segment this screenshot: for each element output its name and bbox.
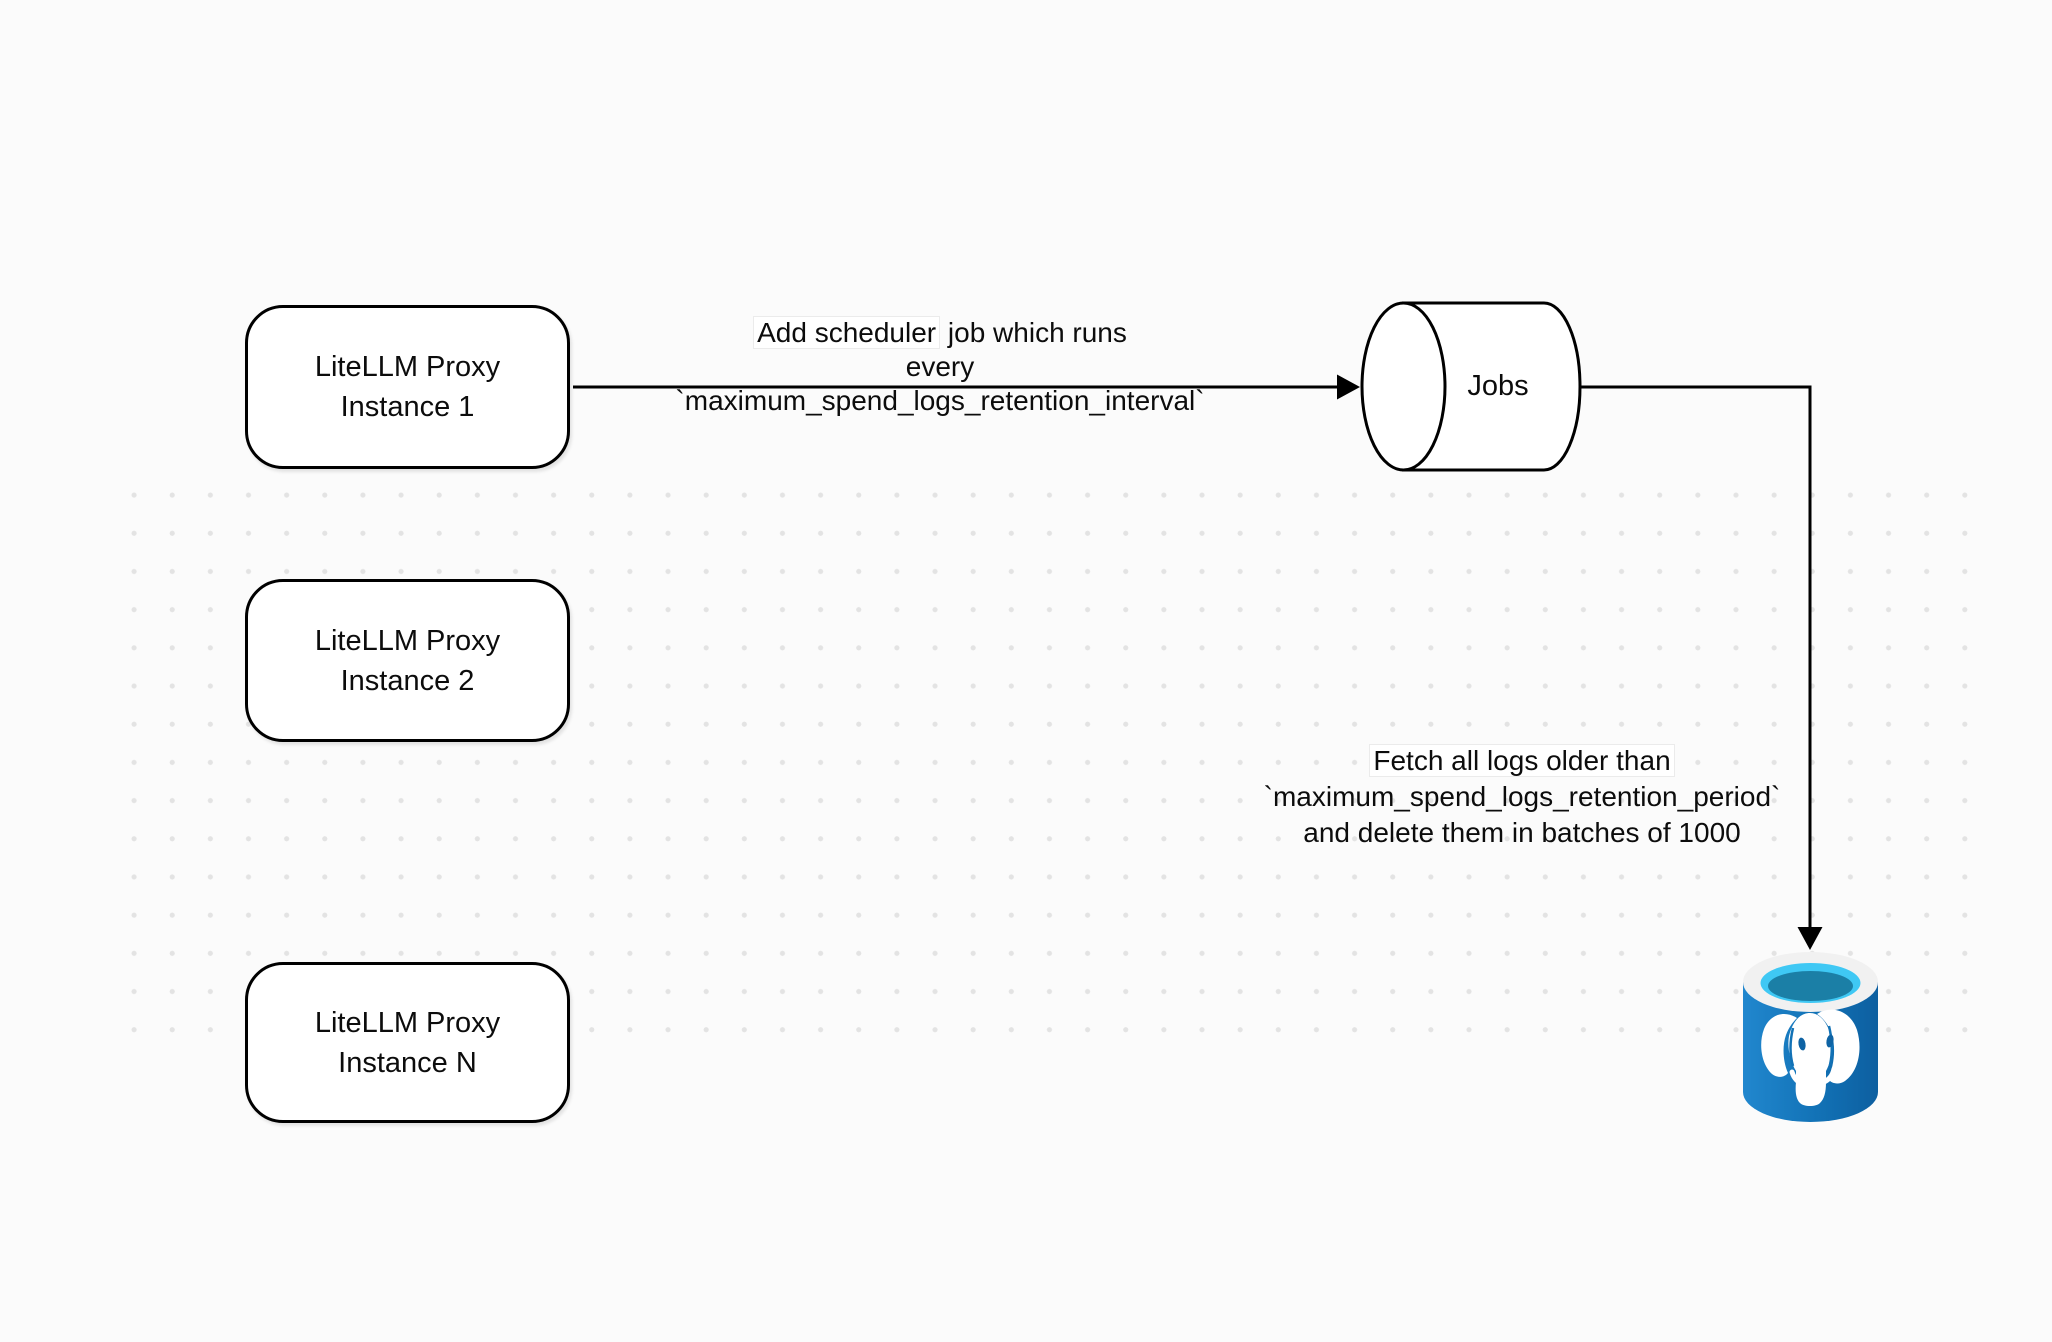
node-litellm-proxy-instance-1: LiteLLM Proxy Instance 1 bbox=[245, 305, 570, 469]
node-label-line1: LiteLLM Proxy bbox=[314, 351, 501, 383]
node-label-line2: Instance N bbox=[338, 1046, 477, 1079]
edge-label-highlight: Add scheduler bbox=[753, 316, 941, 349]
edge-label-scheduler: Add scheduler job which runs every `maxi… bbox=[640, 316, 1240, 418]
node-label-line2: Instance 2 bbox=[340, 664, 475, 697]
node-label-line1: LiteLLM Proxy bbox=[314, 624, 501, 657]
node-label-line2: Instance 1 bbox=[340, 391, 475, 423]
arrowhead-right-icon bbox=[1337, 374, 1360, 400]
postgres-elephant-icon bbox=[1761, 1009, 1860, 1106]
cylinder-inner-fill bbox=[1768, 971, 1853, 1001]
edge-label-scheduler-line1: Add scheduler job which runs bbox=[640, 316, 1240, 350]
edge-label-rest: job which runs bbox=[940, 317, 1127, 348]
edge-label-fetch-line1: Fetch all logs older than bbox=[1222, 743, 1822, 779]
node-litellm-proxy-instance-n: LiteLLM Proxy Instance N bbox=[245, 962, 570, 1123]
node-label-jobs: Jobs bbox=[1467, 370, 1529, 402]
edge-label-highlight: Fetch all logs older than bbox=[1369, 744, 1675, 777]
jobs-cylinder-shape bbox=[1360, 301, 1582, 472]
edge-label-fetch-line2: `maximum_spend_logs_retention_period` bbox=[1263, 781, 1781, 812]
edge-label-fetch-line3: and delete them in batches of 1000 bbox=[1303, 817, 1741, 848]
postgresql-database-icon bbox=[1743, 952, 1878, 1122]
edge-label-fetch: Fetch all logs older than `maximum_spend… bbox=[1222, 743, 1822, 851]
node-label: LiteLLM Proxy Instance 1 bbox=[315, 347, 500, 427]
node-label: LiteLLM Proxy Instance N bbox=[315, 1003, 500, 1083]
edge-proxy-to-jobs bbox=[573, 374, 1360, 400]
arrowhead-down-icon bbox=[1797, 927, 1823, 950]
node-label: LiteLLM Proxy Instance 2 bbox=[315, 621, 500, 701]
edge-jobs-to-postgres bbox=[1580, 385, 1823, 950]
node-label-line1: LiteLLM Proxy bbox=[314, 1006, 501, 1039]
edge-label-scheduler-line2: every `maximum_spend_logs_retention_inte… bbox=[675, 351, 1205, 416]
node-litellm-proxy-instance-2: LiteLLM Proxy Instance 2 bbox=[245, 579, 570, 742]
